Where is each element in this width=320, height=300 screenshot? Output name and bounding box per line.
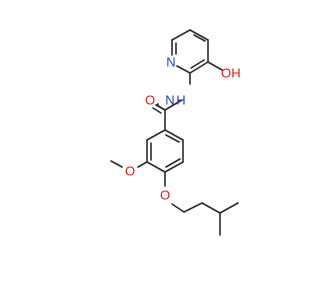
bond <box>189 61 209 74</box>
bond <box>146 161 166 173</box>
atom-o-carbonyl: O <box>145 93 155 108</box>
atom-n-amide: N <box>165 93 174 108</box>
bond <box>164 129 184 141</box>
bond <box>164 161 184 173</box>
bond <box>171 203 185 213</box>
bond <box>171 29 191 41</box>
atom-n-pyridine: N <box>166 55 175 70</box>
atom-h-hydroxy: H <box>231 66 240 81</box>
atom-h-amide: H <box>176 93 185 108</box>
bond <box>190 59 205 69</box>
bond <box>201 202 221 214</box>
bond <box>152 107 162 114</box>
molecule-diagram: N O H N H O O O <box>110 29 241 236</box>
atom-o-methoxy: O <box>125 164 135 179</box>
bond <box>165 158 181 168</box>
bond <box>176 65 191 74</box>
atom-o-ether: O <box>160 188 170 203</box>
bond <box>165 134 180 143</box>
bond <box>164 99 183 111</box>
bond <box>207 61 223 71</box>
bond <box>189 29 209 41</box>
bond <box>146 129 166 141</box>
atom-o-hydroxy: O <box>221 66 231 81</box>
bond <box>183 202 203 213</box>
pyridine-ring <box>171 29 209 74</box>
bond <box>110 160 123 168</box>
molecule-structure: N O H N H O O O <box>110 29 241 236</box>
benzene-ring <box>146 129 184 173</box>
bond <box>193 34 206 42</box>
bond <box>155 104 166 111</box>
bond <box>219 202 239 214</box>
bond <box>137 161 148 168</box>
